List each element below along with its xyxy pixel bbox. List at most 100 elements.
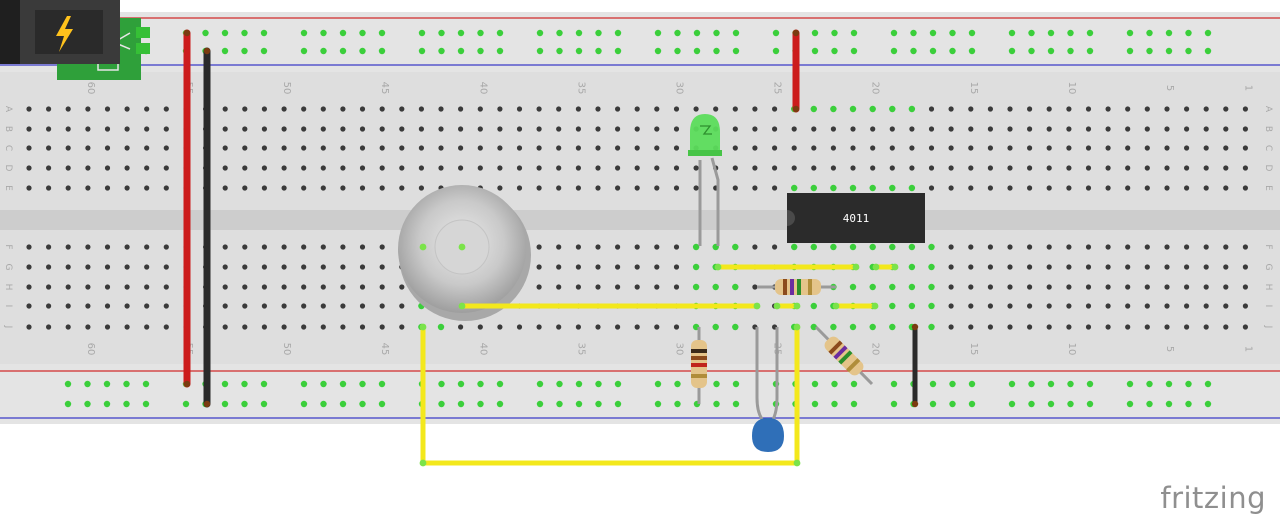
breadboard-hole [968, 29, 976, 37]
breadboard-hole [673, 244, 680, 250]
breadboard-hole [222, 324, 228, 330]
breadboard-hole [163, 165, 169, 171]
breadboard-hole [144, 244, 150, 250]
wire-endpoint [792, 105, 800, 113]
column-label: 1 [1242, 346, 1253, 352]
breadboard-hole [1085, 145, 1092, 151]
breadboard-hole [46, 106, 52, 112]
breadboard-hole [634, 126, 640, 132]
breadboard-hole [654, 165, 660, 171]
breadboard-hole [987, 303, 994, 309]
row-label: E [3, 185, 13, 191]
breadboard-hole [222, 185, 228, 191]
breadboard-hole [379, 106, 385, 112]
breadboard-hole [948, 324, 954, 330]
breadboard-hole [849, 323, 857, 331]
breadboard-hole [1146, 47, 1153, 55]
breadboard-hole [869, 323, 876, 331]
breadboard-hole [1027, 264, 1033, 270]
breadboard-hole [142, 400, 150, 408]
breadboard-hole [1007, 324, 1013, 330]
row-label: I [1263, 305, 1273, 308]
breadboard-hole [163, 324, 169, 330]
resistor-diagonal[interactable] [814, 325, 874, 386]
breadboard-hole [418, 29, 426, 37]
breadboard-hole [575, 145, 582, 151]
breadboard-hole [65, 244, 71, 250]
breadboard-hole [85, 244, 91, 250]
breadboard-hole [595, 145, 601, 151]
breadboard-hole [1184, 185, 1190, 191]
breadboard-hole [242, 145, 248, 151]
breadboard-hole [674, 29, 681, 37]
breadboard-hole [987, 165, 994, 171]
breadboard-hole [732, 126, 738, 132]
breadboard-hole [575, 380, 583, 388]
breadboard-hole [1144, 145, 1150, 151]
power-jack[interactable] [0, 0, 150, 80]
breadboard-hole [595, 47, 602, 55]
breadboard-hole [1164, 264, 1170, 270]
breadboard-hole [752, 165, 758, 171]
breadboard-hole [634, 244, 640, 250]
breadboard-hole [693, 185, 699, 191]
breadboard-hole [693, 29, 701, 37]
breadboard-hole [869, 283, 876, 291]
breadboard-hole [1144, 284, 1150, 290]
resistor-horizontal[interactable] [757, 279, 836, 295]
breadboard-hole [1203, 165, 1209, 171]
breadboard-hole [1125, 284, 1131, 290]
breadboard-hole [849, 243, 857, 251]
breadboard-hole [477, 145, 483, 151]
wire-endpoint [183, 380, 191, 388]
breadboard-hole [1184, 106, 1190, 112]
breadboard-hole [849, 283, 857, 291]
breadboard-hole [46, 185, 52, 191]
breadboard-hole [928, 145, 935, 151]
breadboard-hole [516, 324, 523, 330]
breadboard-hole [575, 244, 582, 250]
wire-endpoint [753, 302, 761, 310]
breadboard-hole [104, 303, 111, 309]
breadboard-hole [752, 145, 758, 151]
breadboard-hole [810, 184, 817, 192]
row-label: A [3, 106, 13, 113]
column-label: 15 [968, 343, 979, 356]
breadboard-hole [1203, 244, 1209, 250]
breadboard-hole [46, 126, 52, 132]
breadboard-hole [556, 185, 562, 191]
breadboard-hole [968, 400, 976, 408]
breadboard-hole [575, 165, 582, 171]
breadboard-hole [732, 323, 739, 331]
breadboard-hole [26, 324, 32, 330]
breadboard-hole [85, 284, 91, 290]
breadboard-hole [869, 243, 876, 251]
breadboard-hole [241, 47, 248, 55]
breadboard-hole [1164, 303, 1170, 309]
breadboard-hole [889, 323, 896, 331]
breadboard-hole [458, 145, 464, 151]
breadboard-hole [732, 165, 738, 171]
ic-4011[interactable]: 4011 [787, 193, 925, 243]
breadboard-hole [438, 145, 444, 151]
breadboard-hole [260, 47, 268, 55]
breadboard-hole [811, 29, 819, 37]
breadboard-hole [1164, 126, 1170, 132]
breadboard-hole [595, 126, 601, 132]
breadboard-hole [575, 185, 582, 191]
breadboard-hole [1066, 126, 1072, 132]
breadboard-hole [987, 145, 994, 151]
ceramic-capacitor[interactable] [752, 327, 784, 452]
resistor-vertical[interactable] [691, 327, 707, 404]
green-led[interactable] [688, 114, 722, 246]
breadboard-hole [1242, 165, 1248, 171]
breadboard-hole [1164, 145, 1170, 151]
breadboard-hole [399, 303, 405, 309]
breadboard-hole [261, 264, 267, 270]
breadboard-hole [987, 284, 994, 290]
breadboard-hole [1105, 165, 1111, 171]
breadboard-hole [26, 165, 32, 171]
breadboard-hole [595, 284, 601, 290]
breadboard-hole [124, 165, 130, 171]
breadboard-hole [752, 106, 758, 112]
